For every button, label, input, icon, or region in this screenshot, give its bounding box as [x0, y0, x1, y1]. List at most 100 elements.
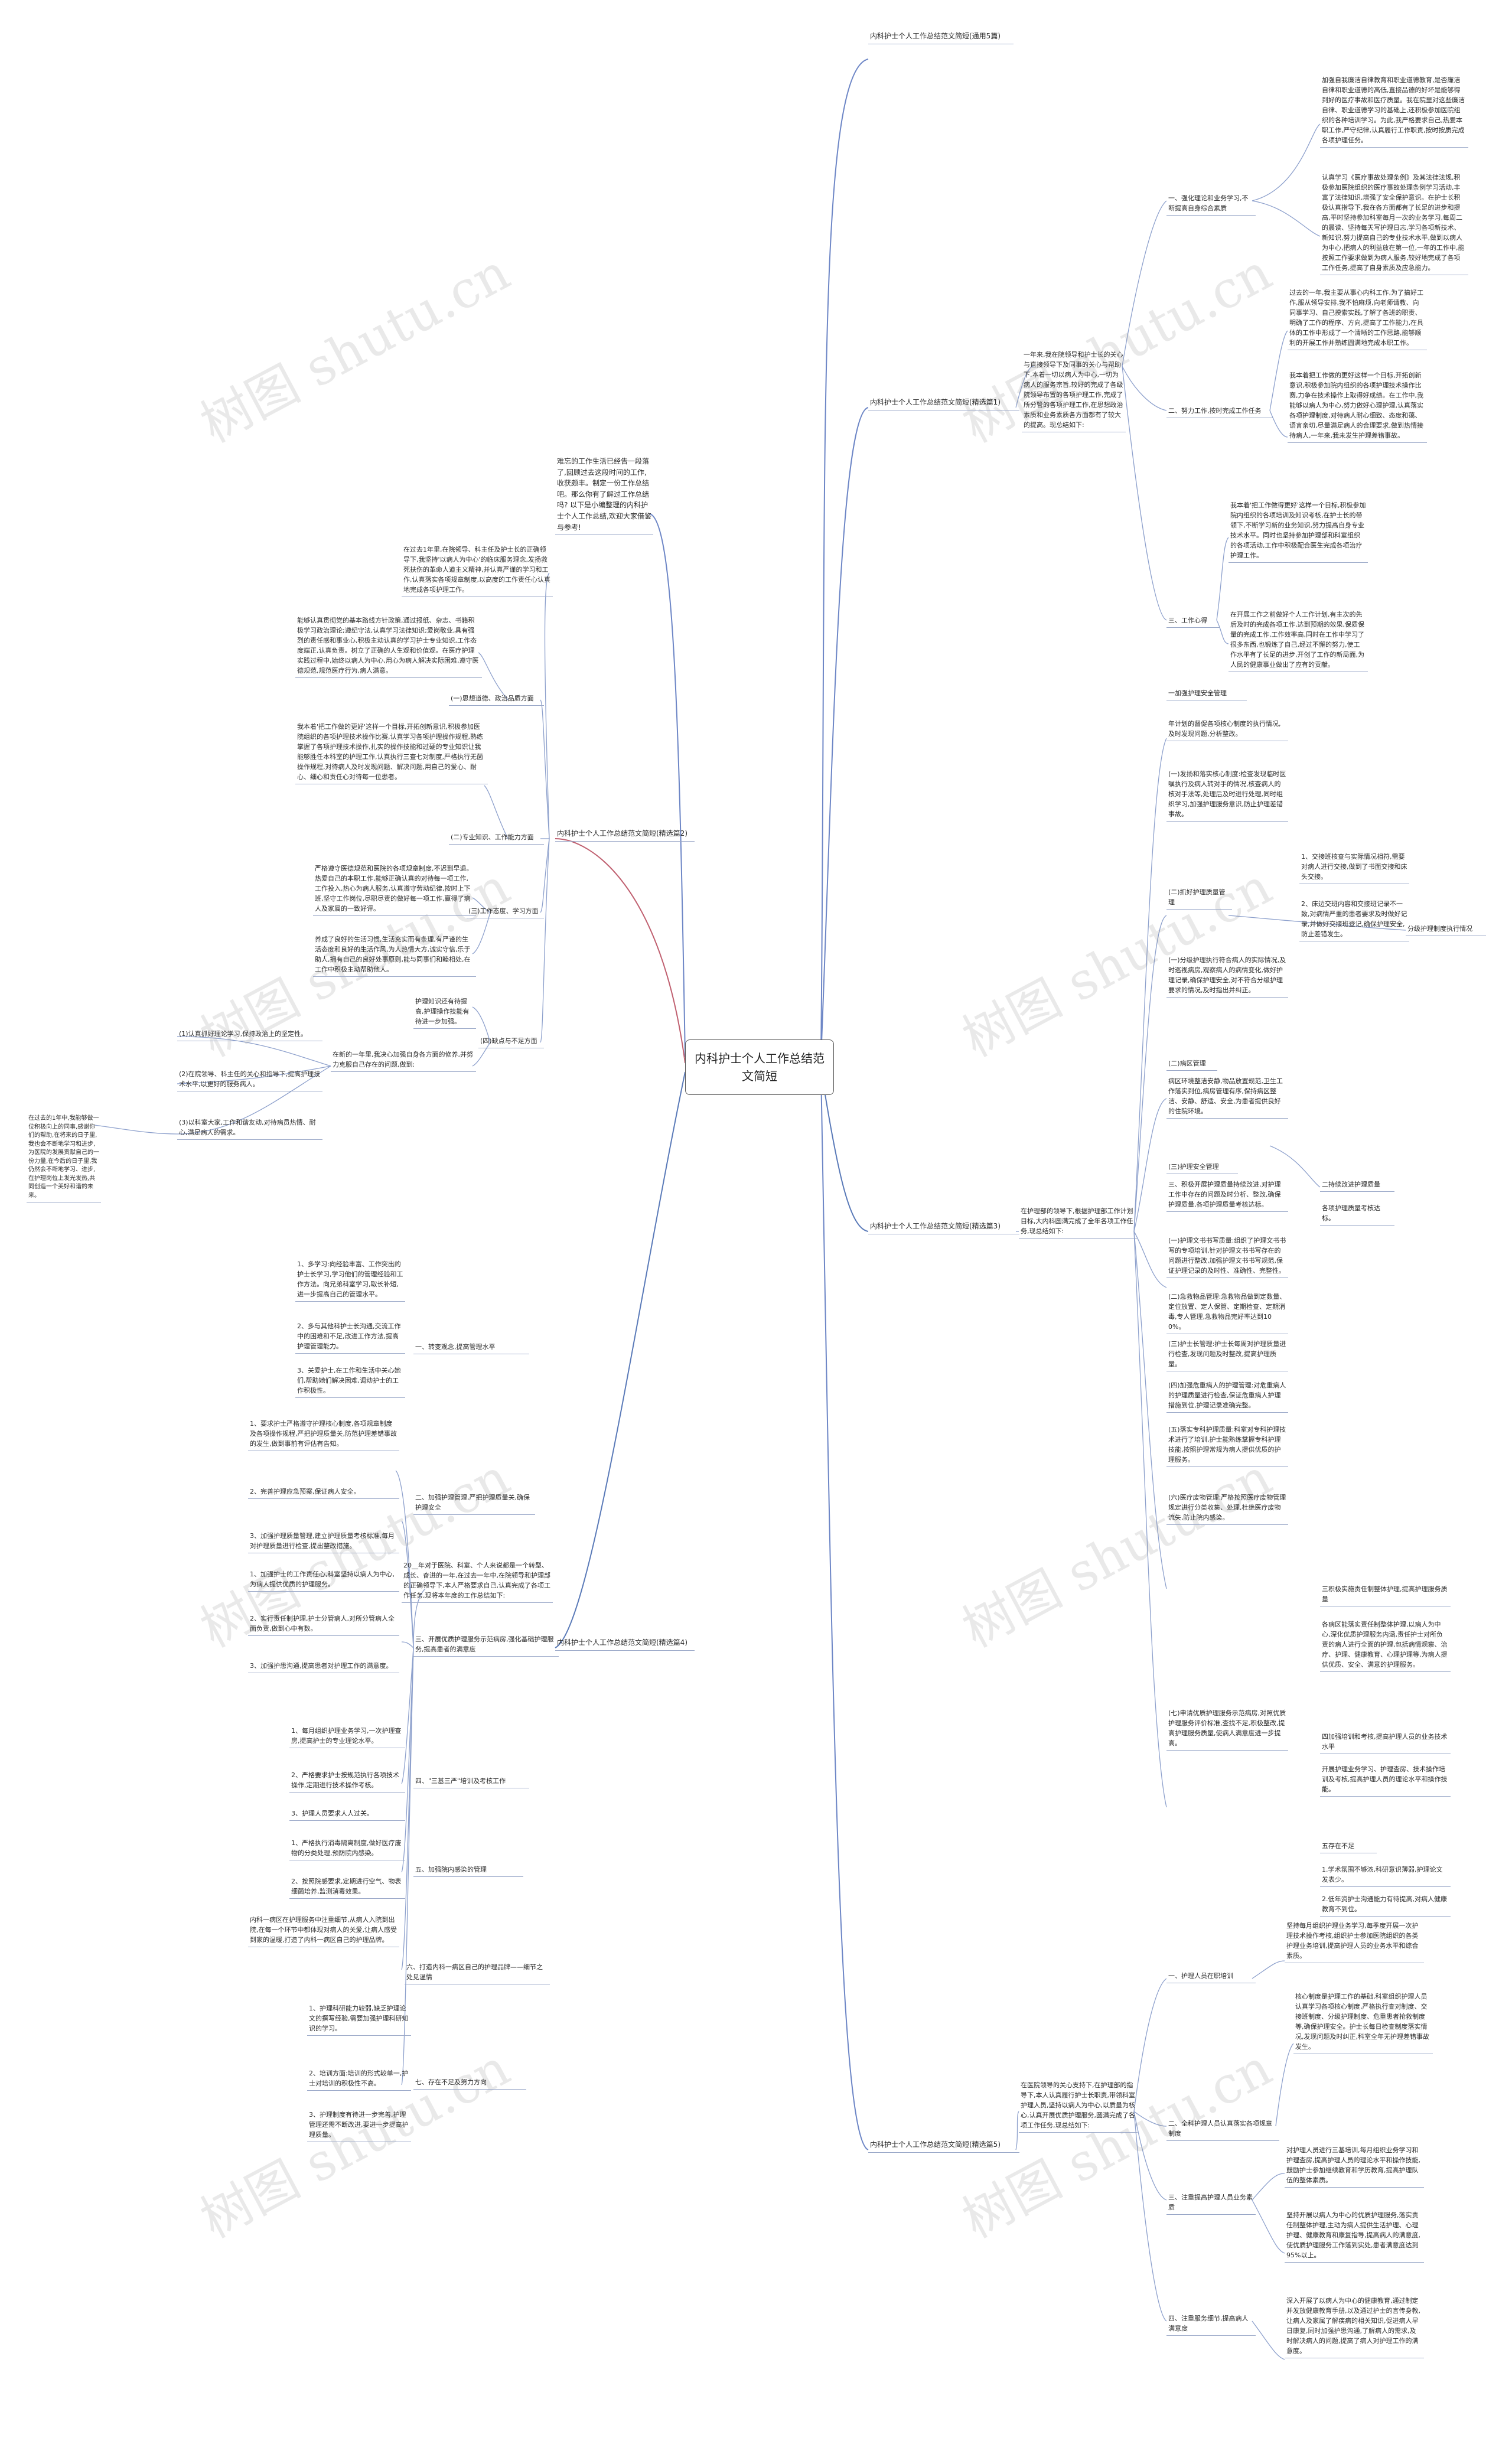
branch-5-section-2[interactable]: 二、全科护理人员认真落实各项规章制度	[1166, 2117, 1279, 2142]
branch-3-section-2-d[interactable]: (一)分级护理执行符合病人的实际情况,及时巡视病房,观察病人的病情变化,做好护理…	[1166, 954, 1288, 998]
branch-4-section-5-a[interactable]: 1、严格执行消毒隔离制度,做好医疗废物的分类处理,预防院内感染。	[289, 1837, 405, 1861]
branch-5-lead[interactable]: 在医院领导的关心支持下,在护理部的指导下,本人认真履行护士长职责,带领科室护理人…	[1019, 2079, 1138, 2133]
branch-1-section-3-a[interactable]: 我本着'把工作做得更好'这样一个目标,积极参加院内组织的各项培训及知识考核,在护…	[1228, 499, 1368, 563]
branch-1-section-2-a[interactable]: 过去的一年,我主要从事心内科工作,为了搞好工作,服从领导安排,我不怕麻烦,向老师…	[1288, 286, 1427, 351]
branch-3-section-5-d[interactable]: (六)医疗废物管理:严格按照医疗废物管理规定进行分类收集、处理,杜绝医疗废物流失…	[1166, 1491, 1288, 1526]
branch-5-section-1[interactable]: 一、护理人员在职培训	[1166, 1970, 1256, 1984]
branch-1-section-2-b[interactable]: 我本着把工作做的更好这样一个目标,开拓创新意识,积极参加院内组织的各项护理技术操…	[1288, 369, 1427, 444]
branch-2-section-1[interactable]: (一)思想道德、政治品质方面	[449, 692, 544, 706]
branch-1-section-3[interactable]: 三、工作心得	[1166, 614, 1220, 628]
branch-3-section-2[interactable]: (二)抓好护理质量管理	[1166, 886, 1232, 910]
branch-4-section-2[interactable]: 二、加强护理管理,严把护理质量关,确保护理安全	[413, 1491, 535, 1516]
branch-3-section-7-c[interactable]: 1.学术氛围不够浓,科研意识薄弱,护理论文发表少。	[1320, 1863, 1451, 1888]
branch-5-section-4-a[interactable]: 深入开展了以病人为中心的健康教育,通过制定并发放健康教育手册,以及通过护士的言传…	[1285, 2295, 1424, 2359]
branch-2-section-1-a[interactable]: 能够认真贯彻党的基本路线方针政策,通过报纸、杂志、书籍积极学习政治理论;遵纪守法…	[295, 614, 482, 679]
branch-title-1[interactable]: 内科护士个人工作总结范文简短(精选篇1)	[868, 396, 1019, 410]
branch-3-section-1-a[interactable]: 年计划的督促各项核心制度的执行情况,及时发现问题,分析整改。	[1166, 718, 1288, 742]
branch-3-section-6[interactable]: 三积极实施责任制整体护理,提高护理服务质量	[1320, 1583, 1451, 1607]
branch-3-section-7-a[interactable]: 开展护理业务学习、护理查房、技术操作培训及考核,提高护理人员的理论水平和操作技能…	[1320, 1763, 1451, 1797]
branch-2-section-4-c[interactable]: (1)认真抓好理论学习,保持政治上的坚定性。	[177, 1028, 322, 1042]
branch-4-section-6-a[interactable]: 内科一病区在护理服务中注重细节,从病人入院到出院,在每一个环节中都体现对病人的关…	[248, 1914, 399, 1948]
branch-3-section-7-d[interactable]: 2.低年资护士沟通能力有待提高,对病人健康教育不到位。	[1320, 1893, 1451, 1917]
branch-1-section-2[interactable]: 二、努力工作,按时完成工作任务	[1166, 405, 1273, 419]
branch-2-section-3-a[interactable]: 严格遵守医德规范和医院的各项规章制度,不迟到早退。热爱自己的本职工作,能够正确认…	[313, 862, 476, 917]
branch-4-section-4-a[interactable]: 1、每月组织护理业务学习,一次护理查房,提高护士的专业理论水平。	[289, 1725, 405, 1749]
branch-title-3[interactable]: 内科护士个人工作总结范文简短(精选篇3)	[868, 1220, 1019, 1234]
branch-1-section-3-b[interactable]: 在开展工作之前做好个人工作计划,有主次的先后及时的完成各项工作,达到预期的效果,…	[1228, 608, 1368, 673]
branch-3-section-5-a[interactable]: 各项护理质量考核达标。	[1320, 1202, 1394, 1226]
branch-title-4[interactable]: 内科护士个人工作总结范文简短(精选篇4)	[555, 1636, 695, 1651]
branch-3-section-2-c[interactable]: 分级护理制度执行情况	[1406, 923, 1486, 937]
branch-4-section-7-a[interactable]: 1、护理科研能力较弱,缺乏护理论文的撰写经验,需要加强护理科研知识的学习。	[307, 2002, 411, 2036]
branch-3-section-5-b[interactable]: (四)加强危重病人的护理管理:对危重病人的护理质量进行检查,保证危重病人护理措施…	[1166, 1379, 1288, 1413]
branch-3-section-2-a[interactable]: 1、交接班核查与实际情况相符,需要对病人进行交接,做到了书面交接和床头交接。	[1299, 850, 1409, 885]
branch-2-lead[interactable]: 在过去1年里,在院领导、科主任及护士长的正确领导下,我坚持'以病人为中心'的临床…	[402, 543, 553, 598]
branch-2-section-2-a[interactable]: 我本着'把工作做的更好'这样一个目标,开拓创新意识,积极参加医院组织的各项护理技…	[295, 721, 488, 785]
branch-3-section-7[interactable]: 四加强培训和考核,提高护理人员的业务技术水平	[1320, 1730, 1451, 1755]
branch-3-section-3[interactable]: (二)病区管理	[1166, 1057, 1217, 1071]
branch-2-section-4-a[interactable]: 护理知识还有待提高,护理操作技能有待进一步加强。	[413, 995, 476, 1029]
branch-5-section-4[interactable]: 四、注重服务细节,提高病人满意度	[1166, 2312, 1256, 2336]
branch-5-section-2-a[interactable]: 核心制度是护理工作的基础,科室组织护理人员认真学习各项核心制度,严格执行查对制度…	[1293, 1990, 1433, 2055]
edge-b2-s3b	[1216, 620, 1229, 644]
edge-b6-s1a	[1252, 1960, 1285, 1979]
branch-3-section-7-b[interactable]: 五存在不足	[1320, 1840, 1377, 1854]
branch-4-section-5-b[interactable]: 2、按照院感要求,定期进行空气、物表细菌培养,监测消毒效果。	[289, 1875, 405, 1899]
branch-4-section-3-a[interactable]: 1、加强护士的工作责任心,科室坚持以病人为中心,为病人提供优质的护理服务。	[248, 1568, 399, 1592]
branch-3-section-4-d[interactable]: (三)护士长管理:护士长每周对护理质量进行检查,发现问题及时整改,提高护理质量。	[1166, 1338, 1288, 1372]
branch-2-section-3[interactable]: (三)工作态度、学习方面	[467, 905, 544, 919]
branch-4-section-2-c[interactable]: 3、加强护理质量管理,建立护理质量考核标准,每月对护理质量进行检查,提出整改措施…	[248, 1530, 399, 1554]
branch-2-section-3-b[interactable]: 养成了良好的生活习惯,生活充实而有条理,有严谨的生活态度和良好的生活作风,为人热…	[313, 933, 476, 977]
branch-3-lead[interactable]: 在护理部的领导下,根据护理部工作计划目标,大内科圆满完成了全年各项工作任务,现总…	[1019, 1205, 1138, 1239]
branch-4-section-4-b[interactable]: 2、严格要求护士按规范执行各项技术操作,定期进行技术操作考核。	[289, 1769, 405, 1793]
branch-4-section-5[interactable]: 五、加强院内感染的管理	[413, 1863, 523, 1878]
branch-3-section-1-b[interactable]: (一)发扬和落实核心制度:检查发现临时医嘱执行及病人转对手的情况,核查病人的核对…	[1166, 768, 1288, 822]
branch-4-lead[interactable]: 20__年对于医院、科室、个人来说都是一个转型、成长、奋进的一年,在过去一年中,…	[402, 1559, 553, 1604]
branch-4-section-2-a[interactable]: 1、要求护士严格遵守护理核心制度,各项规章制度及各项操作规程,严把护理质量关,防…	[248, 1417, 399, 1452]
branch-4-section-3-c[interactable]: 3、加强护患沟通,提高患者对护理工作的满意度。	[248, 1660, 399, 1674]
branch-5-section-1-a[interactable]: 坚持每月组织护理业务学习,每季度开展一次护理技术操作考核,组织护士参加医院组织的…	[1285, 1919, 1424, 1964]
branch-4-section-1[interactable]: 一、转变观念,提高管理水平	[413, 1341, 529, 1355]
branch-1-section-1[interactable]: 一、强化理论和业务学习,不断提高自身综合素质	[1166, 192, 1256, 216]
branch-4-section-3-b[interactable]: 2、实行责任制护理,护士分管病人,对所分管病人全面负责,做到心中有数。	[248, 1612, 399, 1637]
branch-2-section-4-e[interactable]: (3)以科室大家,工作和谐友动,对待病员热情、耐心,满足病人的需求。	[177, 1116, 322, 1140]
branch-4-section-3[interactable]: 三、开展优质护理服务示范病房,强化基础护理服务,提高患者的满意度	[413, 1633, 559, 1657]
branch-1-lead[interactable]: 一年来,我在院领导和护士长的关心与直接领导下及同事的关心与帮助下,本着一切以病人…	[1022, 348, 1126, 433]
branch-2-section-2[interactable]: (二)专业知识、工作能力方面	[449, 831, 544, 845]
branch-3-section-1[interactable]: 一加强护理安全管理	[1166, 687, 1247, 701]
branch-3-section-6-a[interactable]: 各病区能落实责任制整体护理,以病人为中心,深化优质护理服务内涵,责任护士对所负责…	[1320, 1618, 1451, 1673]
branch-4-section-1-b[interactable]: 2、多与其他科护士长沟通,交流工作中的困难和不足,改进工作方法,提高护理管理能力…	[295, 1320, 405, 1354]
branch-4-section-1-c[interactable]: 3、关爱护士,在工作和生活中关心她们,帮助她们解决困难,调动护士的工作积极性。	[295, 1364, 405, 1399]
branch-title-general[interactable]: 内科护士个人工作总结范文简短(通用5篇)	[868, 30, 1014, 44]
branch-2-section-4-f[interactable]: 在过去的1年中,我能够做一位积极向上的同事,感谢你们的帮助,在将来的日子里,我也…	[27, 1113, 101, 1202]
branch-2-section-4[interactable]: (四)缺点与不足方面	[478, 1035, 544, 1049]
branch-4-section-6[interactable]: 六、打造内科一病区自己的护理品牌——细节之处见温情	[405, 1961, 550, 1985]
branch-3-section-5[interactable]: 二持续改进护理质量	[1320, 1178, 1394, 1192]
branch-3-section-4-c[interactable]: (二)急救物品管理:急救物品做到定数量、定位放置、定人保管、定期检查、定期消毒,…	[1166, 1290, 1288, 1335]
branch-3-section-4[interactable]: (三)护理安全管理	[1166, 1161, 1238, 1175]
branch-4-section-4-c[interactable]: 3、护理人员要求人人过关。	[289, 1807, 405, 1821]
branch-3-section-5-c[interactable]: (五)落实专科护理质量:科室对专科护理技术进行了培训,护士能熟练掌握专科护理技能…	[1166, 1423, 1288, 1468]
branch-3-section-4-a[interactable]: 三、积极开展护理质量持续改进,对护理工作中存在的问题及时分析、整改,确保护理质量…	[1166, 1178, 1288, 1213]
branch-4-section-7-c[interactable]: 3、护理制度有待进一步完善,护理管理还需不断改进,要进一步提高护理质量。	[307, 2108, 411, 2143]
branch-title-2[interactable]: 内科护士个人工作总结范文简短(精选篇2)	[555, 827, 695, 842]
branch-5-section-3[interactable]: 三、注重提高护理人员业务素质	[1166, 2191, 1256, 2215]
branch-2-section-4-b[interactable]: 在新的一年里,我决心加强自身各方面的修养,并努力克服自己存在的问题,做到:	[331, 1048, 476, 1073]
branch-4-section-7-b[interactable]: 2、培训方面:培训的形式较单一,护士对培训的积极性不高。	[307, 2067, 411, 2091]
branch-2-section-4-d[interactable]: (2)在院领导、科主任的关心和指导下,提高护理技术水平,以更好的服务病人。	[177, 1068, 322, 1092]
intro-text[interactable]: 难忘的工作生活已经告一段落了,回顾过去这段时间的工作,收获颇丰。制定一份工作总结…	[555, 455, 653, 536]
branch-4-section-4[interactable]: 四、"三基三严"培训及考核工作	[413, 1775, 529, 1789]
branch-1-section-1-b[interactable]: 认真学习《医疗事故处理条例》及其法律法规,积极参加医院组织的医疗事故处理条例学习…	[1320, 171, 1468, 276]
branch-3-section-4-b[interactable]: (一)护理文书书写质量:组织了护理文书书写的专项培训,针对护理文书书写存在的问题…	[1166, 1234, 1288, 1279]
branch-1-section-1-a[interactable]: 加强自我廉洁自律教育和职业道德教育,是否廉洁自律和职业道德的高低,直接品德的好坏…	[1320, 74, 1468, 148]
branch-3-section-6-b[interactable]: (七)申请优质护理服务示范病房,对照优质护理服务评价标准,查找不足,积极整改,提…	[1166, 1707, 1288, 1751]
branch-5-section-3-a[interactable]: 对护理人员进行三基培训,每月组织业务学习和护理查房,提高护理人员的理论水平和操作…	[1285, 2144, 1424, 2188]
branch-5-section-3-b[interactable]: 坚持开展以病人为中心的优质护理服务,落实责任制整体护理,主动为病人提供生活护理、…	[1285, 2209, 1424, 2263]
branch-4-section-2-b[interactable]: 2、完善护理应急预案,保证病人安全。	[248, 1485, 399, 1500]
branch-4-section-7[interactable]: 七、存在不足及努力方向	[413, 2076, 526, 2090]
branch-title-5[interactable]: 内科护士个人工作总结范文简短(精选篇5)	[868, 2138, 1019, 2153]
branch-3-section-3-a[interactable]: 病区环境整洁安静,物品放置规范,卫生工作落实到位,病房管理有序,保持病区整洁、安…	[1166, 1075, 1288, 1119]
branch-3-section-2-b[interactable]: 2、床边交班内容和交接班记录不一致,对病情严重的患者要求及时做好记录,并做好交接…	[1299, 898, 1409, 942]
branch-4-section-1-a[interactable]: 1、多学习:向经验丰富、工作突出的护士长学习,学习他们的管理经验和工作方法。向兄…	[295, 1258, 405, 1302]
root-topic[interactable]: 内科护士个人工作总结范文简短	[685, 1039, 834, 1095]
